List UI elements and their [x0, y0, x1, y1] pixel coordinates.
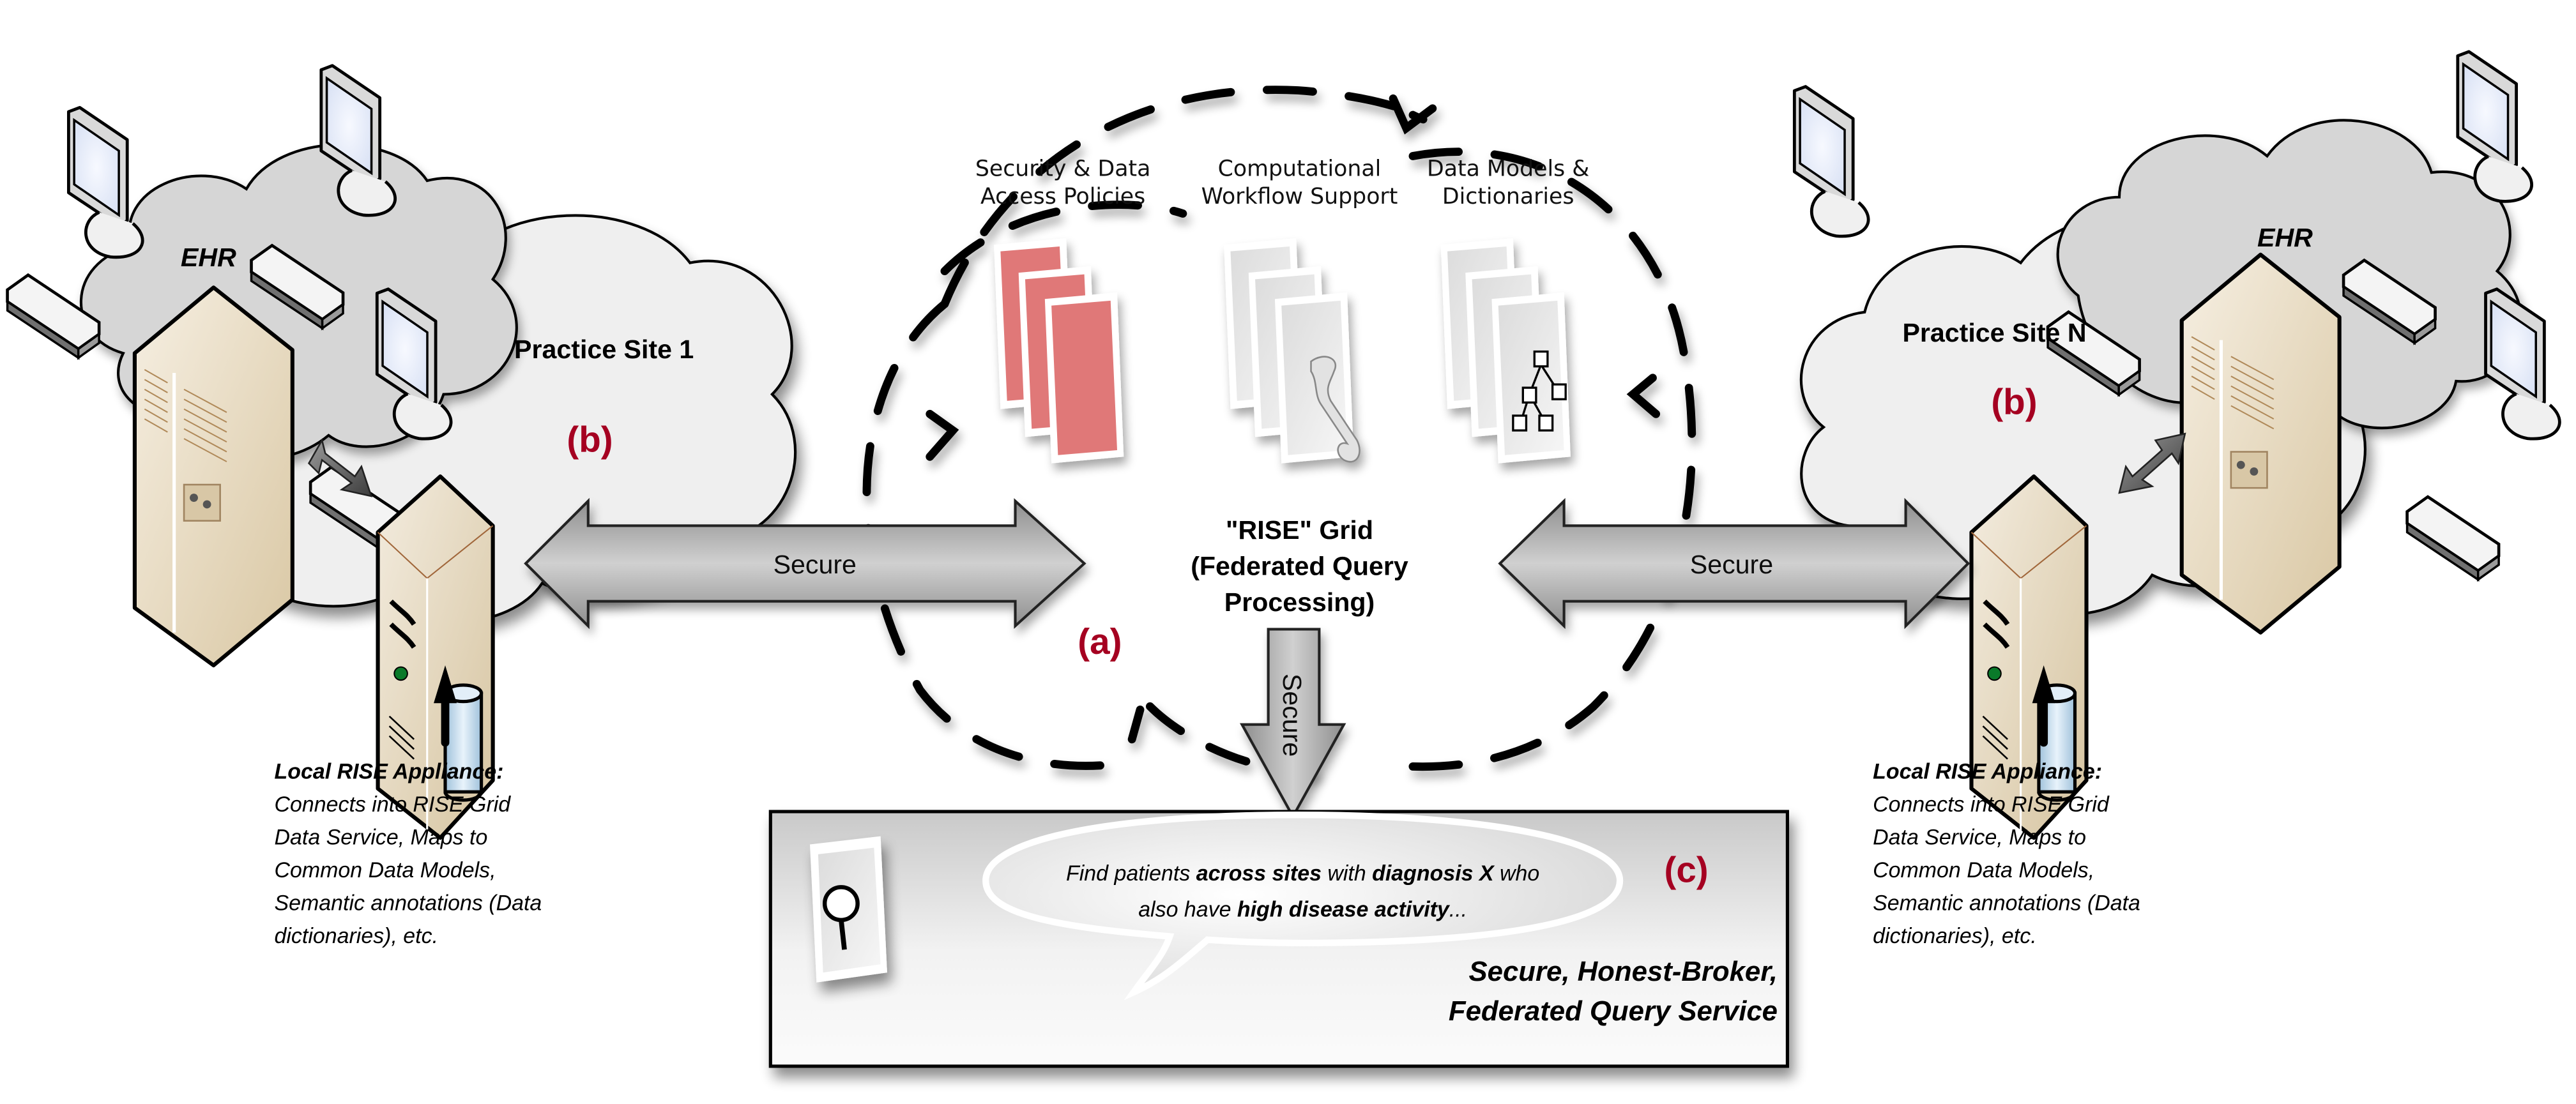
query-speech-bubble: [982, 812, 1624, 1001]
query-emphasis: diagnosis X: [1372, 861, 1495, 886]
svg-text:Data Models &: Data Models &: [1427, 156, 1589, 181]
query-service-title-line-2: Federated Query Service: [1449, 995, 1778, 1027]
component-workflow-support: Computational Workflow Support: [1201, 156, 1398, 464]
query-service-title-line-1: Secure, Honest-Broker,: [1469, 956, 1778, 987]
right-ehr-label: EHR: [2257, 223, 2313, 252]
svg-text:dictionaries), etc.: dictionaries), etc.: [275, 924, 438, 948]
svg-text:Semantic annotations (Data: Semantic annotations (Data: [1873, 891, 2140, 915]
svg-text:Connects into RISE Grid: Connects into RISE Grid: [1873, 792, 2110, 817]
left-site-marker: (b): [567, 420, 613, 460]
hierarchy-diagram-icon: [1440, 238, 1571, 464]
svg-text:dictionaries), etc.: dictionaries), etc.: [1873, 924, 2036, 948]
grid-marker: (a): [1078, 621, 1122, 662]
right-practice-site: EHR Practice Site N (b) Local RISE Appli…: [1794, 52, 2559, 948]
down-secure-arrow: Secure: [1239, 628, 1346, 819]
policy-documents-icon: [994, 238, 1124, 464]
grid-title-line-3: Processing): [1224, 587, 1375, 617]
bidirectional-arrow-icon: [307, 438, 373, 497]
down-secure-label: Secure: [1277, 674, 1307, 757]
component-security-policies: Security & Data Access Policies: [975, 156, 1151, 464]
grid-title-line-1: "RISE" Grid: [1226, 515, 1373, 545]
right-site-label: Practice Site N: [1902, 318, 2086, 347]
query-emphasis: across sites: [1196, 861, 1322, 886]
svg-text:Connects into RISE Grid: Connects into RISE Grid: [275, 792, 512, 817]
query-text: also have: [1138, 898, 1237, 922]
federated-query-service-panel: Find patients across sites with diagnosi…: [768, 810, 1789, 1068]
svg-text:Common Data Models,: Common Data Models,: [275, 858, 496, 882]
left-secure-label: Secure: [774, 550, 857, 579]
query-text-line-1: Find patients across sites with diagnosi…: [1066, 861, 1539, 886]
right-secure-arrow: Secure: [1498, 497, 1970, 630]
bidirectional-arrow-icon: [2118, 432, 2186, 494]
left-appliance-description: Local RISE Appliance: Connects into RISE…: [275, 760, 542, 948]
right-site-marker: (b): [1991, 381, 2037, 421]
svg-text:Data Service, Maps to: Data Service, Maps to: [1873, 825, 2086, 849]
query-emphasis: high disease activity: [1237, 898, 1451, 922]
component-data-models: Data Models & Dictionaries: [1427, 156, 1589, 464]
ehr-server-icon: [135, 287, 293, 665]
svg-text:Semantic annotations (Data: Semantic annotations (Data: [275, 891, 542, 915]
right-appliance-pointer-arrow: [2032, 665, 2055, 747]
right-secure-label: Secure: [1690, 550, 1773, 579]
workstation-monitor-icon: [1794, 87, 1868, 236]
svg-text:Common Data Models,: Common Data Models,: [1873, 858, 2094, 882]
ehr-server-icon: [2182, 255, 2340, 633]
keyboard-icon: [2407, 497, 2499, 580]
left-practice-site: EHR Practice Site 1 (b) Local RISE Appli…: [8, 66, 797, 948]
workflow-scroll-icon: [1224, 238, 1360, 464]
workstation-monitor-icon: [68, 107, 142, 257]
query-text: with: [1322, 861, 1372, 886]
magnifier-document-icon: [810, 836, 887, 983]
query-text-line-2: also have high disease activity...: [1138, 898, 1467, 922]
svg-text:Local RISE Appliance:: Local RISE Appliance:: [1873, 760, 2102, 784]
dashed-cycle-arrows: [862, 86, 1696, 776]
rise-grid: Security & Data Access Policies Computat…: [862, 86, 1696, 776]
left-ehr-label: EHR: [181, 243, 236, 272]
svg-text:Dictionaries: Dictionaries: [1442, 184, 1574, 209]
left-secure-arrow: Secure: [524, 497, 1086, 630]
svg-text:Workflow Support: Workflow Support: [1201, 184, 1398, 209]
svg-text:Security & Data: Security & Data: [975, 156, 1151, 181]
query-text: Find patients: [1066, 861, 1196, 886]
query-service-marker: (c): [1665, 850, 1709, 890]
workstation-monitor-icon: [2486, 289, 2560, 439]
right-appliance-description: Local RISE Appliance: Connects into RISE…: [1873, 760, 2140, 948]
left-site-label: Practice Site 1: [514, 335, 694, 364]
svg-text:Access Policies: Access Policies: [980, 184, 1145, 209]
svg-text:Computational: Computational: [1218, 156, 1382, 181]
query-text: who: [1494, 861, 1540, 886]
left-appliance-pointer-arrow: [434, 665, 457, 747]
svg-text:Data Service, Maps to: Data Service, Maps to: [275, 825, 488, 849]
query-text: ...: [1449, 898, 1467, 922]
svg-text:Local RISE Appliance:: Local RISE Appliance:: [275, 760, 504, 784]
grid-title-line-2: (Federated Query: [1191, 552, 1408, 581]
